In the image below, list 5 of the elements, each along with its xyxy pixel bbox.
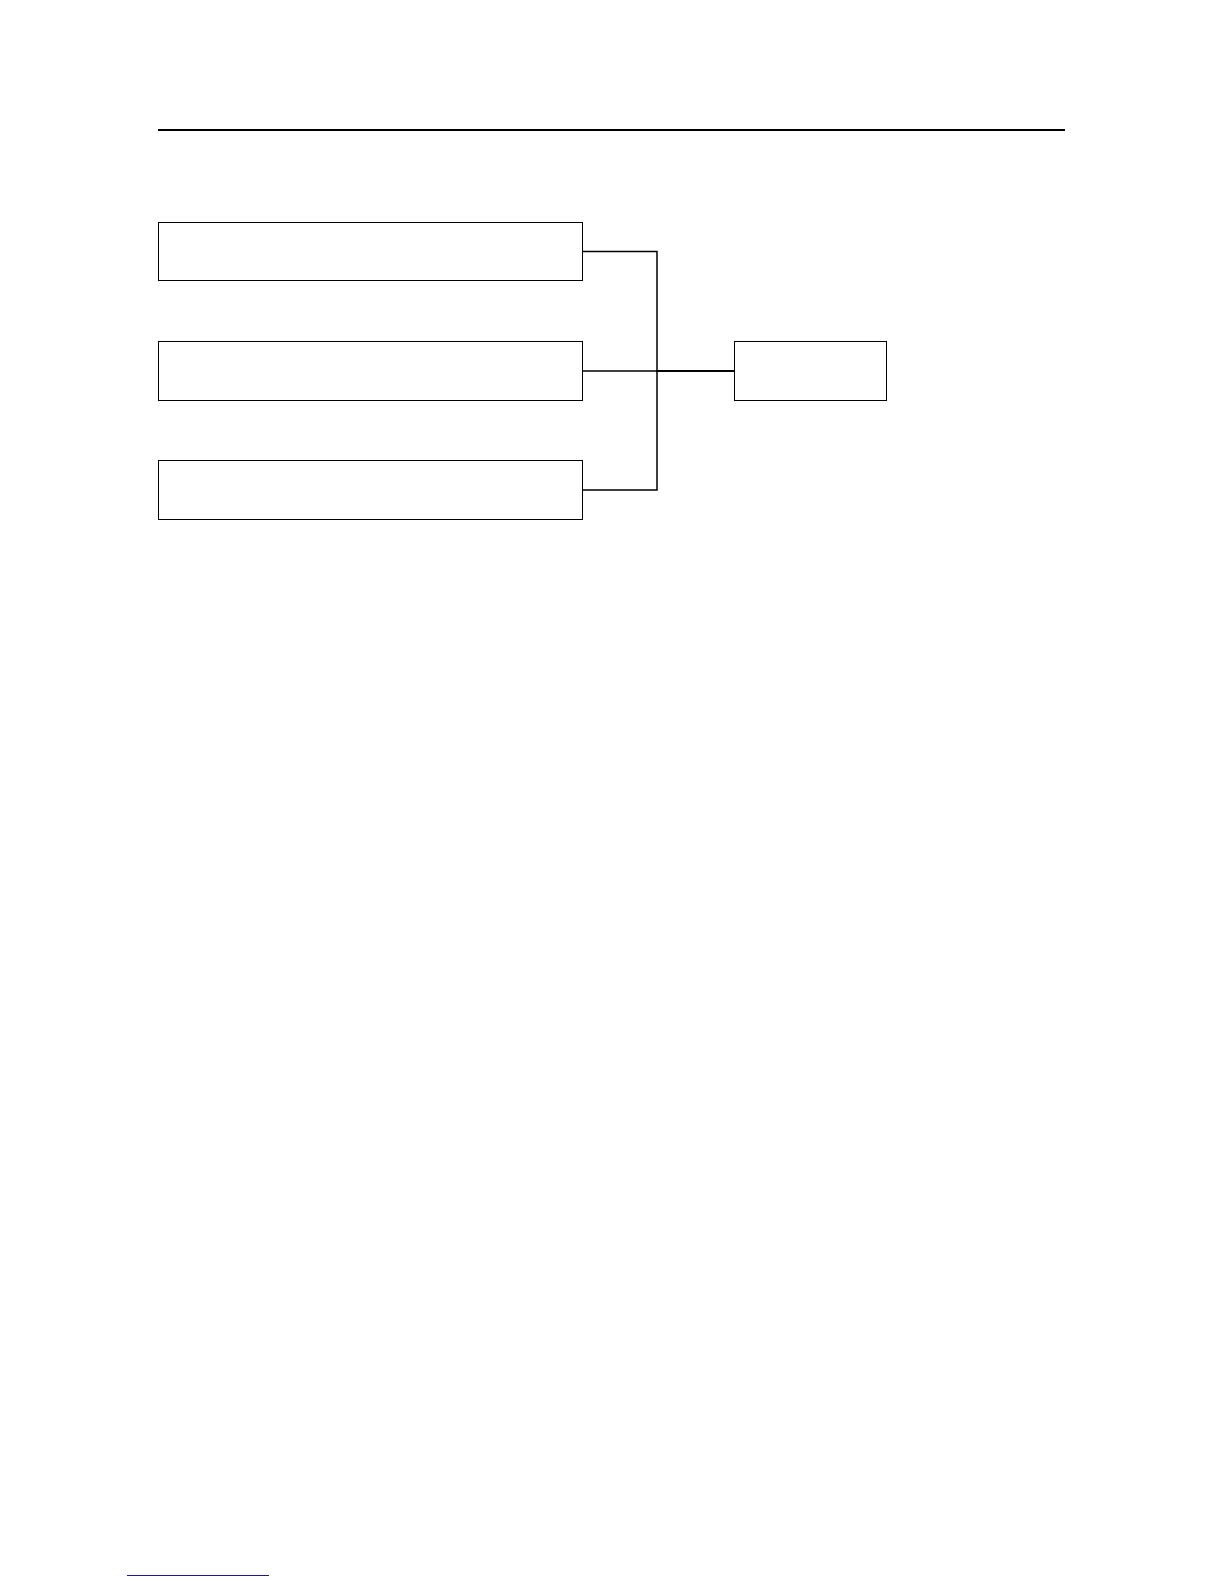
- empty-box: [158, 460, 583, 520]
- empty-box: [158, 222, 583, 281]
- empty-box: [734, 341, 887, 401]
- empty-box: [158, 341, 583, 401]
- connector-line: [582, 370, 735, 491]
